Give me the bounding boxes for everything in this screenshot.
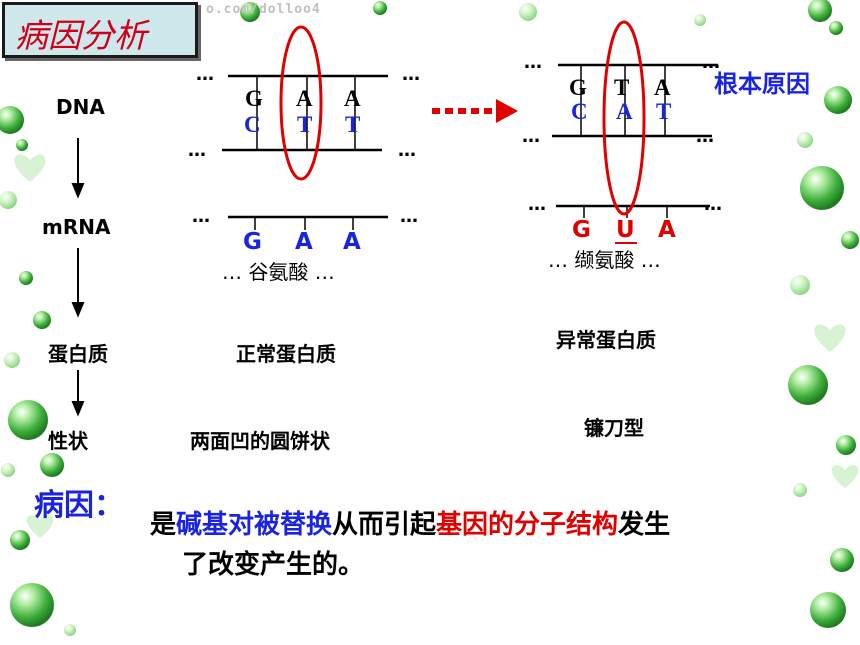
title-box: 病因分析	[2, 2, 198, 58]
cause-highlight-base-pair: 碱基对被替换	[176, 510, 333, 540]
flow-arrows	[71, 138, 85, 417]
mutant-dna-bottom-base: C	[571, 99, 588, 124]
normal-dna-top-base: A	[296, 86, 313, 111]
normal-dna-bottom-base: T	[345, 112, 361, 137]
cause-line-1: 是碱基对被替换从而引起基因的分子结构发生	[150, 506, 670, 544]
ellipsis: …	[702, 52, 720, 73]
normal-protein: 正常蛋白质	[236, 342, 336, 366]
mutant-amino-acid: 缬氨酸	[574, 248, 635, 272]
ellipsis: …	[548, 248, 568, 272]
normal-mrna-base: A	[343, 229, 361, 255]
normal-dna-bottom-base: T	[297, 112, 313, 137]
ellipsis: …	[196, 64, 214, 85]
mutant-dna-top-base: G	[569, 75, 587, 100]
top-bubble	[694, 14, 706, 26]
ellipsis: …	[640, 248, 661, 272]
cause-label: 病因：	[34, 488, 124, 523]
normal-mrna-base: G	[243, 229, 262, 255]
cause-text: 是	[150, 510, 177, 540]
top-bubble	[519, 3, 537, 21]
ellipsis: …	[524, 52, 542, 73]
cause-highlight-gene-structure: 基因的分子结构	[436, 510, 619, 540]
cause-text: 从而引起	[332, 510, 437, 540]
abnormal-protein: 异常蛋白质	[556, 328, 656, 352]
sickle-trait: 镰刀型	[584, 416, 644, 440]
mutant-mrna-base-mutated: U	[616, 217, 635, 243]
left-bubbles	[0, 106, 76, 636]
row-label-mrna: mRNA	[42, 215, 111, 239]
ellipsis: …	[400, 206, 418, 227]
mutant-dna-top-base: T	[614, 75, 630, 100]
normal-trait: 两面凹的圆饼状	[190, 429, 330, 453]
normal-amino-acid: 谷氨酸	[248, 260, 309, 284]
cause-text: 发生	[618, 510, 671, 540]
normal-mutation-ellipse	[279, 25, 323, 181]
row-label-protein: 蛋白质	[48, 342, 108, 366]
cause-line-2: 了改变产生的。	[182, 550, 365, 580]
ellipsis: …	[696, 126, 714, 147]
normal-mrna-base: A	[295, 229, 313, 255]
mutant-mutation-ellipse	[602, 20, 646, 216]
row-label-dna: DNA	[56, 95, 105, 119]
ellipsis: …	[528, 194, 546, 215]
mutant-dna-bottom-base: T	[656, 99, 672, 124]
ellipsis: …	[188, 140, 206, 161]
normal-dna-top-base: A	[344, 86, 361, 111]
ellipsis: …	[222, 260, 242, 284]
mutant-dna-bottom-base: A	[616, 99, 633, 124]
ellipsis: …	[192, 206, 210, 227]
ellipsis: …	[522, 126, 540, 147]
mutant-amino-acid-line: … 缬氨酸 …	[548, 244, 661, 273]
normal-dna-bottom-base: C	[244, 112, 261, 137]
mutant-mrna-base: A	[658, 217, 676, 243]
mutant-dna-top-base: A	[654, 75, 671, 100]
watermark: o.com/dolloo4	[206, 2, 321, 17]
row-label-trait: 性状	[48, 429, 88, 453]
page-title: 病因分析	[15, 16, 147, 55]
ellipsis: …	[402, 64, 420, 85]
mutant-mrna-base: G	[572, 217, 591, 243]
ellipsis: …	[398, 140, 416, 161]
root-cause-label: 根本原因	[714, 70, 810, 98]
normal-dna-top-base: G	[245, 86, 263, 111]
normal-amino-acid-line: … 谷氨酸 …	[222, 256, 335, 285]
right-bubbles	[788, 0, 859, 628]
mutation-arrow	[432, 99, 518, 123]
ellipsis: …	[704, 194, 722, 215]
top-bubble	[240, 2, 260, 22]
top-bubble	[373, 1, 387, 15]
ellipsis: …	[314, 260, 335, 284]
